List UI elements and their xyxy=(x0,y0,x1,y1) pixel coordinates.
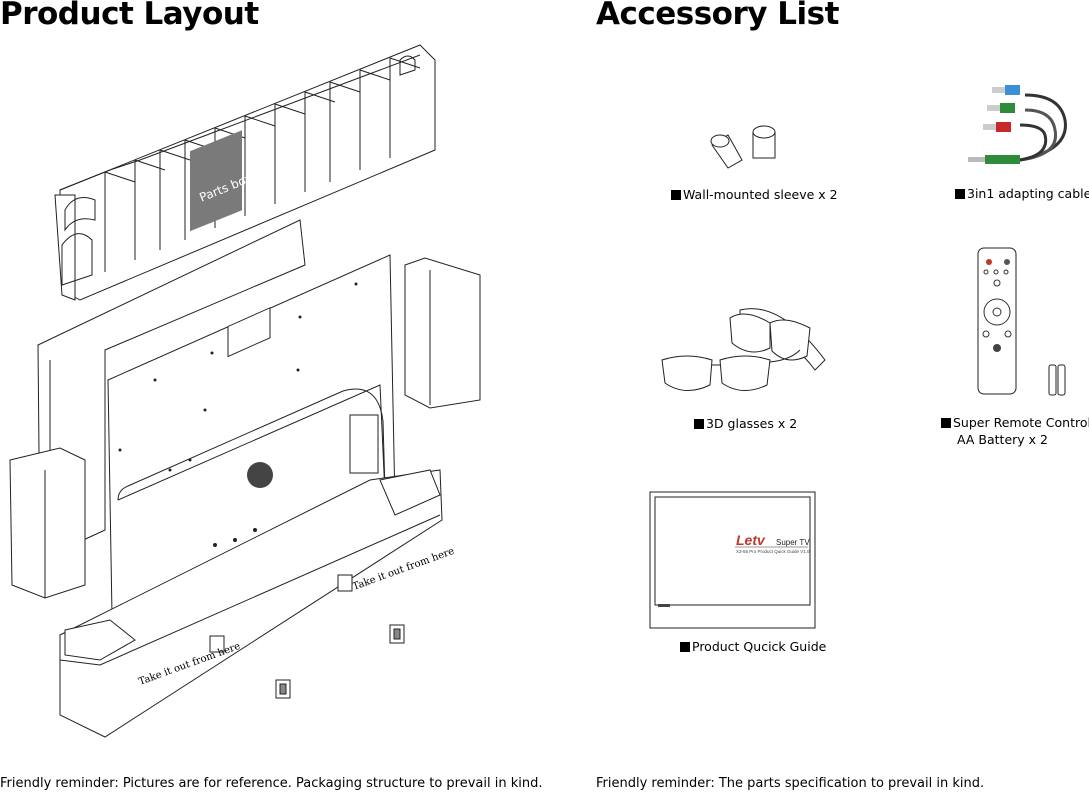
mount-clips xyxy=(275,624,405,699)
right-side-foam xyxy=(404,257,481,409)
left-side-foam xyxy=(9,447,86,599)
bullet-square xyxy=(941,418,951,428)
adapting-cable-illustration xyxy=(968,85,1067,164)
glasses-illustration xyxy=(661,308,826,391)
right-reminder: Friendly reminder: The parts specificati… xyxy=(596,776,985,791)
caption-remote: Super Remote Control 3 xyxy=(941,415,1089,430)
accessory-list-title: Accessory List xyxy=(596,0,839,32)
top-foam-block: Parts box xyxy=(54,44,436,301)
bullet-square xyxy=(694,419,704,429)
wall-sleeve-illustration xyxy=(710,125,776,169)
caption-quick-guide: Product Qucick Guide xyxy=(680,639,826,654)
guide-brand-sub: Super TV xyxy=(776,538,810,547)
left-reminder: Friendly reminder: Pictures are for refe… xyxy=(0,776,543,791)
bullet-square xyxy=(955,189,965,199)
caption-adapting-cable: 3in1 adapting cable xyxy=(955,186,1089,201)
quick-guide-illustration: Letv Super TV X3-55 Pro Product Quick Gu… xyxy=(649,491,816,629)
product-layout-title: Product Layout xyxy=(0,0,259,32)
caption-wall-sleeve: Wall-mounted sleeve x 2 xyxy=(671,187,838,202)
caption-battery: AA Battery x 2 xyxy=(957,432,1048,447)
bullet-square xyxy=(671,190,681,200)
bullet-square xyxy=(680,642,690,652)
caption-3d-glasses: 3D glasses x 2 xyxy=(694,416,797,431)
guide-subtitle: X3-55 Pro Product Quick Guide V1.0 xyxy=(736,549,810,554)
remote-illustration xyxy=(977,247,1066,396)
guide-brand: Letv xyxy=(736,532,766,548)
